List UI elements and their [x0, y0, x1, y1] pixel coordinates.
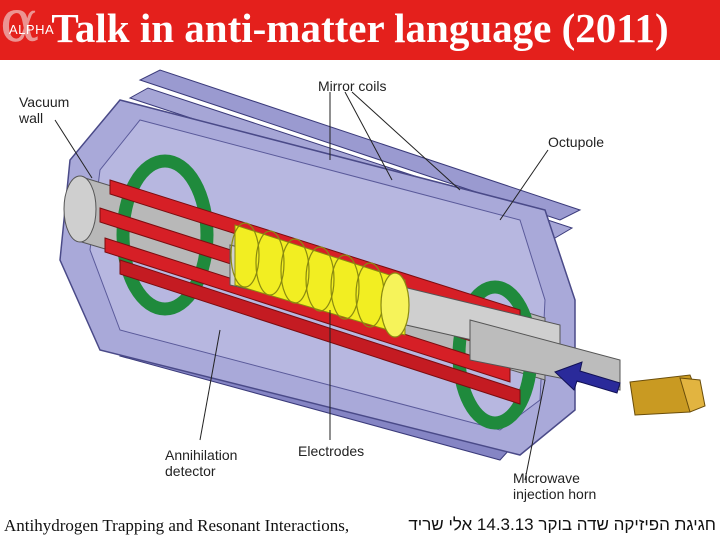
footer-event: חגיגת הפיזיקה שדה בוקר 14.3.13 אלי שריד — [408, 515, 716, 535]
title-bar: α ALPHA Talk in anti-matter language (20… — [0, 0, 720, 60]
label-vacuum-wall: Vacuum wall — [19, 94, 69, 126]
vacuum-wall-end — [64, 176, 96, 242]
label-annihilation-detector: Annihilation detector — [165, 447, 237, 479]
page-title: Talk in anti-matter language (2011) — [0, 4, 720, 52]
footer-citation: Antihydrogen Trapping and Resonant Inter… — [4, 516, 349, 536]
label-octupole: Octupole — [548, 134, 604, 150]
footer: Antihydrogen Trapping and Resonant Inter… — [0, 512, 720, 540]
label-mirror-coils: Mirror coils — [318, 78, 386, 94]
trap-diagram: Vacuum wall Mirror coils Octupole Annihi… — [0, 60, 720, 512]
label-electrodes: Electrodes — [298, 443, 364, 459]
label-microwave-horn: Microwave injection horn — [513, 470, 596, 502]
